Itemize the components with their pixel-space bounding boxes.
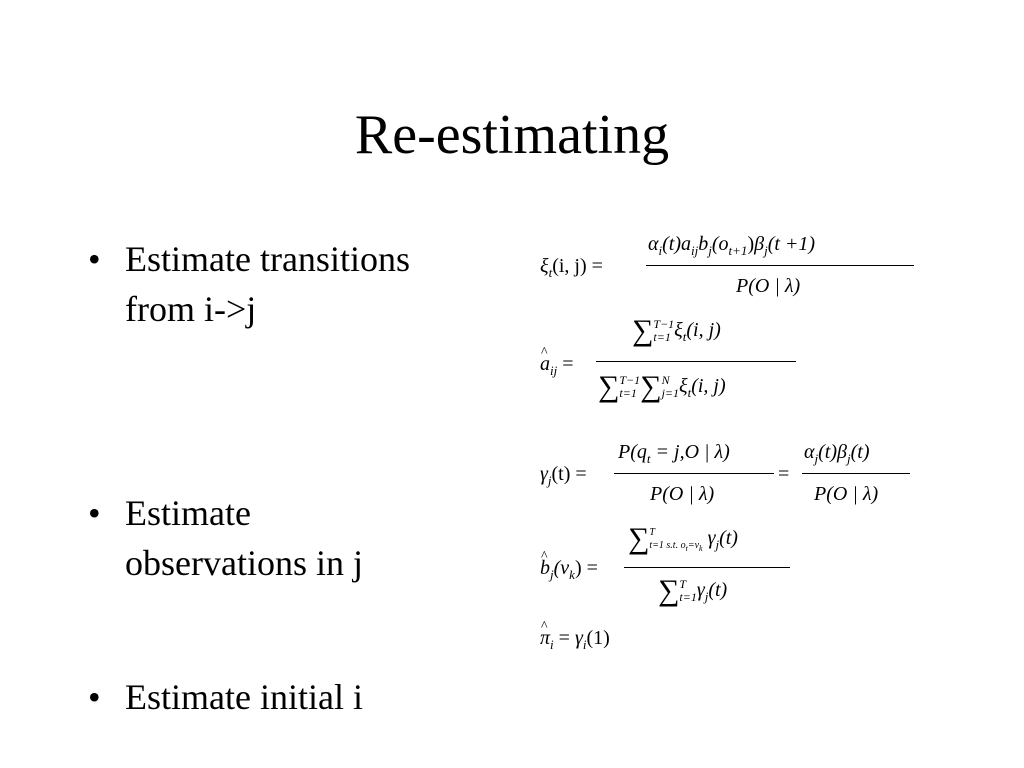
slide-title: Re-estimating xyxy=(354,104,670,166)
formula-pi-hat: πi = γi(1) xyxy=(540,615,680,654)
bullet-text-line: Estimate initial i xyxy=(125,677,363,717)
formula-b-hat: bj(vk) = ∑Tt=1 s.t. ot=vk γj(t) ∑Tt=1γj(… xyxy=(540,520,810,616)
sum-symbol: ∑ xyxy=(640,370,662,403)
bullet-symbol: • xyxy=(88,493,101,533)
gamma-lhs: γj(t) = xyxy=(540,463,587,488)
a-hat-lhs: aij = xyxy=(540,341,574,377)
fraction-bar xyxy=(614,473,774,474)
bullet-item: • Estimate initial i xyxy=(88,672,508,722)
xi-numerator: αi(t)aijbj(ot+1)βj(t +1) xyxy=(648,233,816,258)
bullet-symbol: • xyxy=(88,239,101,279)
bullet-text-line: from i->j xyxy=(125,289,257,329)
sum-symbol: ∑ xyxy=(632,314,654,347)
sum-symbol: ∑ xyxy=(598,370,620,403)
b-hat-lhs: bj(vk) = xyxy=(540,545,598,581)
bullet-item: • Estimate transitions from i->j xyxy=(88,234,508,334)
bullet-item: • Estimate observations in j xyxy=(88,488,508,588)
fraction-bar xyxy=(802,473,910,474)
bullet-text-line: observations in j xyxy=(125,543,363,583)
gamma-denominator-2: P(O | λ) xyxy=(814,483,879,505)
bullet-text-line: Estimate transitions xyxy=(125,239,410,279)
fraction-bar xyxy=(646,265,914,266)
formula-xi: ξt(i, j) = αi(t)aijbj(ot+1)βj(t +1) P(O … xyxy=(540,232,920,302)
formula-gamma: γj(t) = P(qt = j,O | λ) P(O | λ) = αj(t)… xyxy=(540,440,920,510)
xi-denominator: P(O | λ) xyxy=(736,275,801,297)
gamma-numerator-1: P(qt = j,O | λ) xyxy=(618,441,730,466)
pi-hat-expression: πi = γi(1) xyxy=(540,615,610,651)
sum-symbol: ∑ xyxy=(628,522,650,555)
bullet-symbol: • xyxy=(88,677,101,717)
sum-symbol: ∑ xyxy=(658,574,680,607)
gamma-denominator-1: P(O | λ) xyxy=(650,483,715,505)
fraction-bar xyxy=(596,361,796,362)
gamma-numerator-2: αj(t)βj(t) xyxy=(804,441,870,466)
bullet-text-line: Estimate xyxy=(125,493,251,533)
formula-a-hat: aij = ∑T−1t=1ξt(i, j) ∑T−1t=1∑Nj=1ξt(i, … xyxy=(540,314,810,410)
fraction-bar xyxy=(624,567,790,568)
xi-lhs: ξt(i, j) = xyxy=(540,255,603,280)
gamma-equals: = xyxy=(778,463,790,485)
